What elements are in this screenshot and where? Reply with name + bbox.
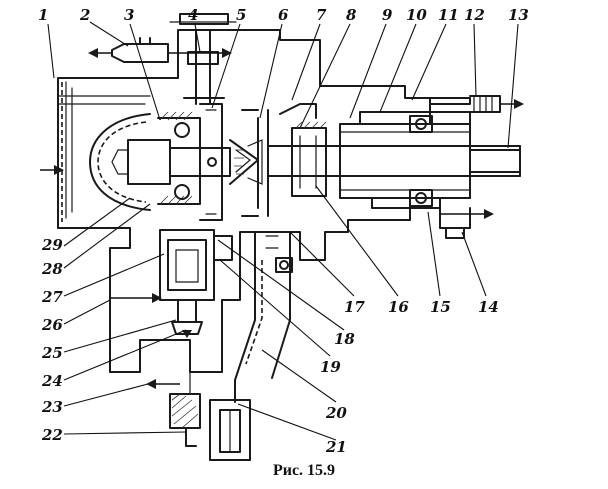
callout-10: 10	[406, 6, 427, 24]
callout-3: 3	[124, 6, 134, 24]
callout-18: 18	[334, 330, 355, 348]
inlet-cover	[89, 113, 171, 211]
lower-left-valve	[110, 229, 233, 338]
figure-caption: Рис. 15.9	[272, 462, 336, 479]
inlet-arrow	[40, 165, 64, 175]
callout-9: 9	[382, 6, 393, 24]
top-pipe	[88, 37, 232, 63]
callout-23: 23	[41, 398, 63, 416]
callout-21: 21	[325, 438, 347, 456]
callout-7: 7	[316, 6, 327, 24]
right-bottom-outlet	[439, 207, 494, 239]
callout-19: 19	[320, 358, 341, 376]
callout-5: 5	[236, 6, 246, 24]
callout-15: 15	[430, 298, 451, 316]
callout-29: 29	[41, 236, 63, 254]
callout-16: 16	[388, 298, 409, 316]
right-shaft-assembly	[267, 103, 521, 209]
callout-4: 4	[188, 6, 198, 24]
callout-24: 24	[41, 372, 63, 390]
callout-13: 13	[508, 6, 529, 24]
callout-25: 25	[41, 344, 63, 362]
callout-1: 1	[38, 6, 48, 24]
left-shaft-assembly	[157, 103, 259, 221]
top-valve	[169, 13, 237, 105]
bottom-foot	[146, 371, 251, 461]
callout-2: 2	[79, 6, 90, 24]
callout-28: 28	[41, 260, 63, 278]
callout-27: 27	[41, 288, 63, 306]
callouts: 1 2 3 4 5 6 7 8 9 10 11 12 13 14 15 16 1…	[38, 6, 529, 456]
callout-12: 12	[464, 6, 485, 24]
callout-26: 26	[41, 316, 63, 334]
central-disk	[234, 109, 269, 217]
callout-8: 8	[346, 6, 357, 24]
callout-6: 6	[278, 6, 289, 24]
lower-channel	[234, 231, 293, 403]
main-housing	[57, 29, 471, 373]
callout-17: 17	[344, 298, 365, 316]
callout-14: 14	[478, 298, 499, 316]
callout-20: 20	[325, 404, 347, 422]
right-top-pipe	[429, 95, 524, 113]
callout-22: 22	[41, 426, 63, 444]
callout-11: 11	[438, 6, 459, 24]
